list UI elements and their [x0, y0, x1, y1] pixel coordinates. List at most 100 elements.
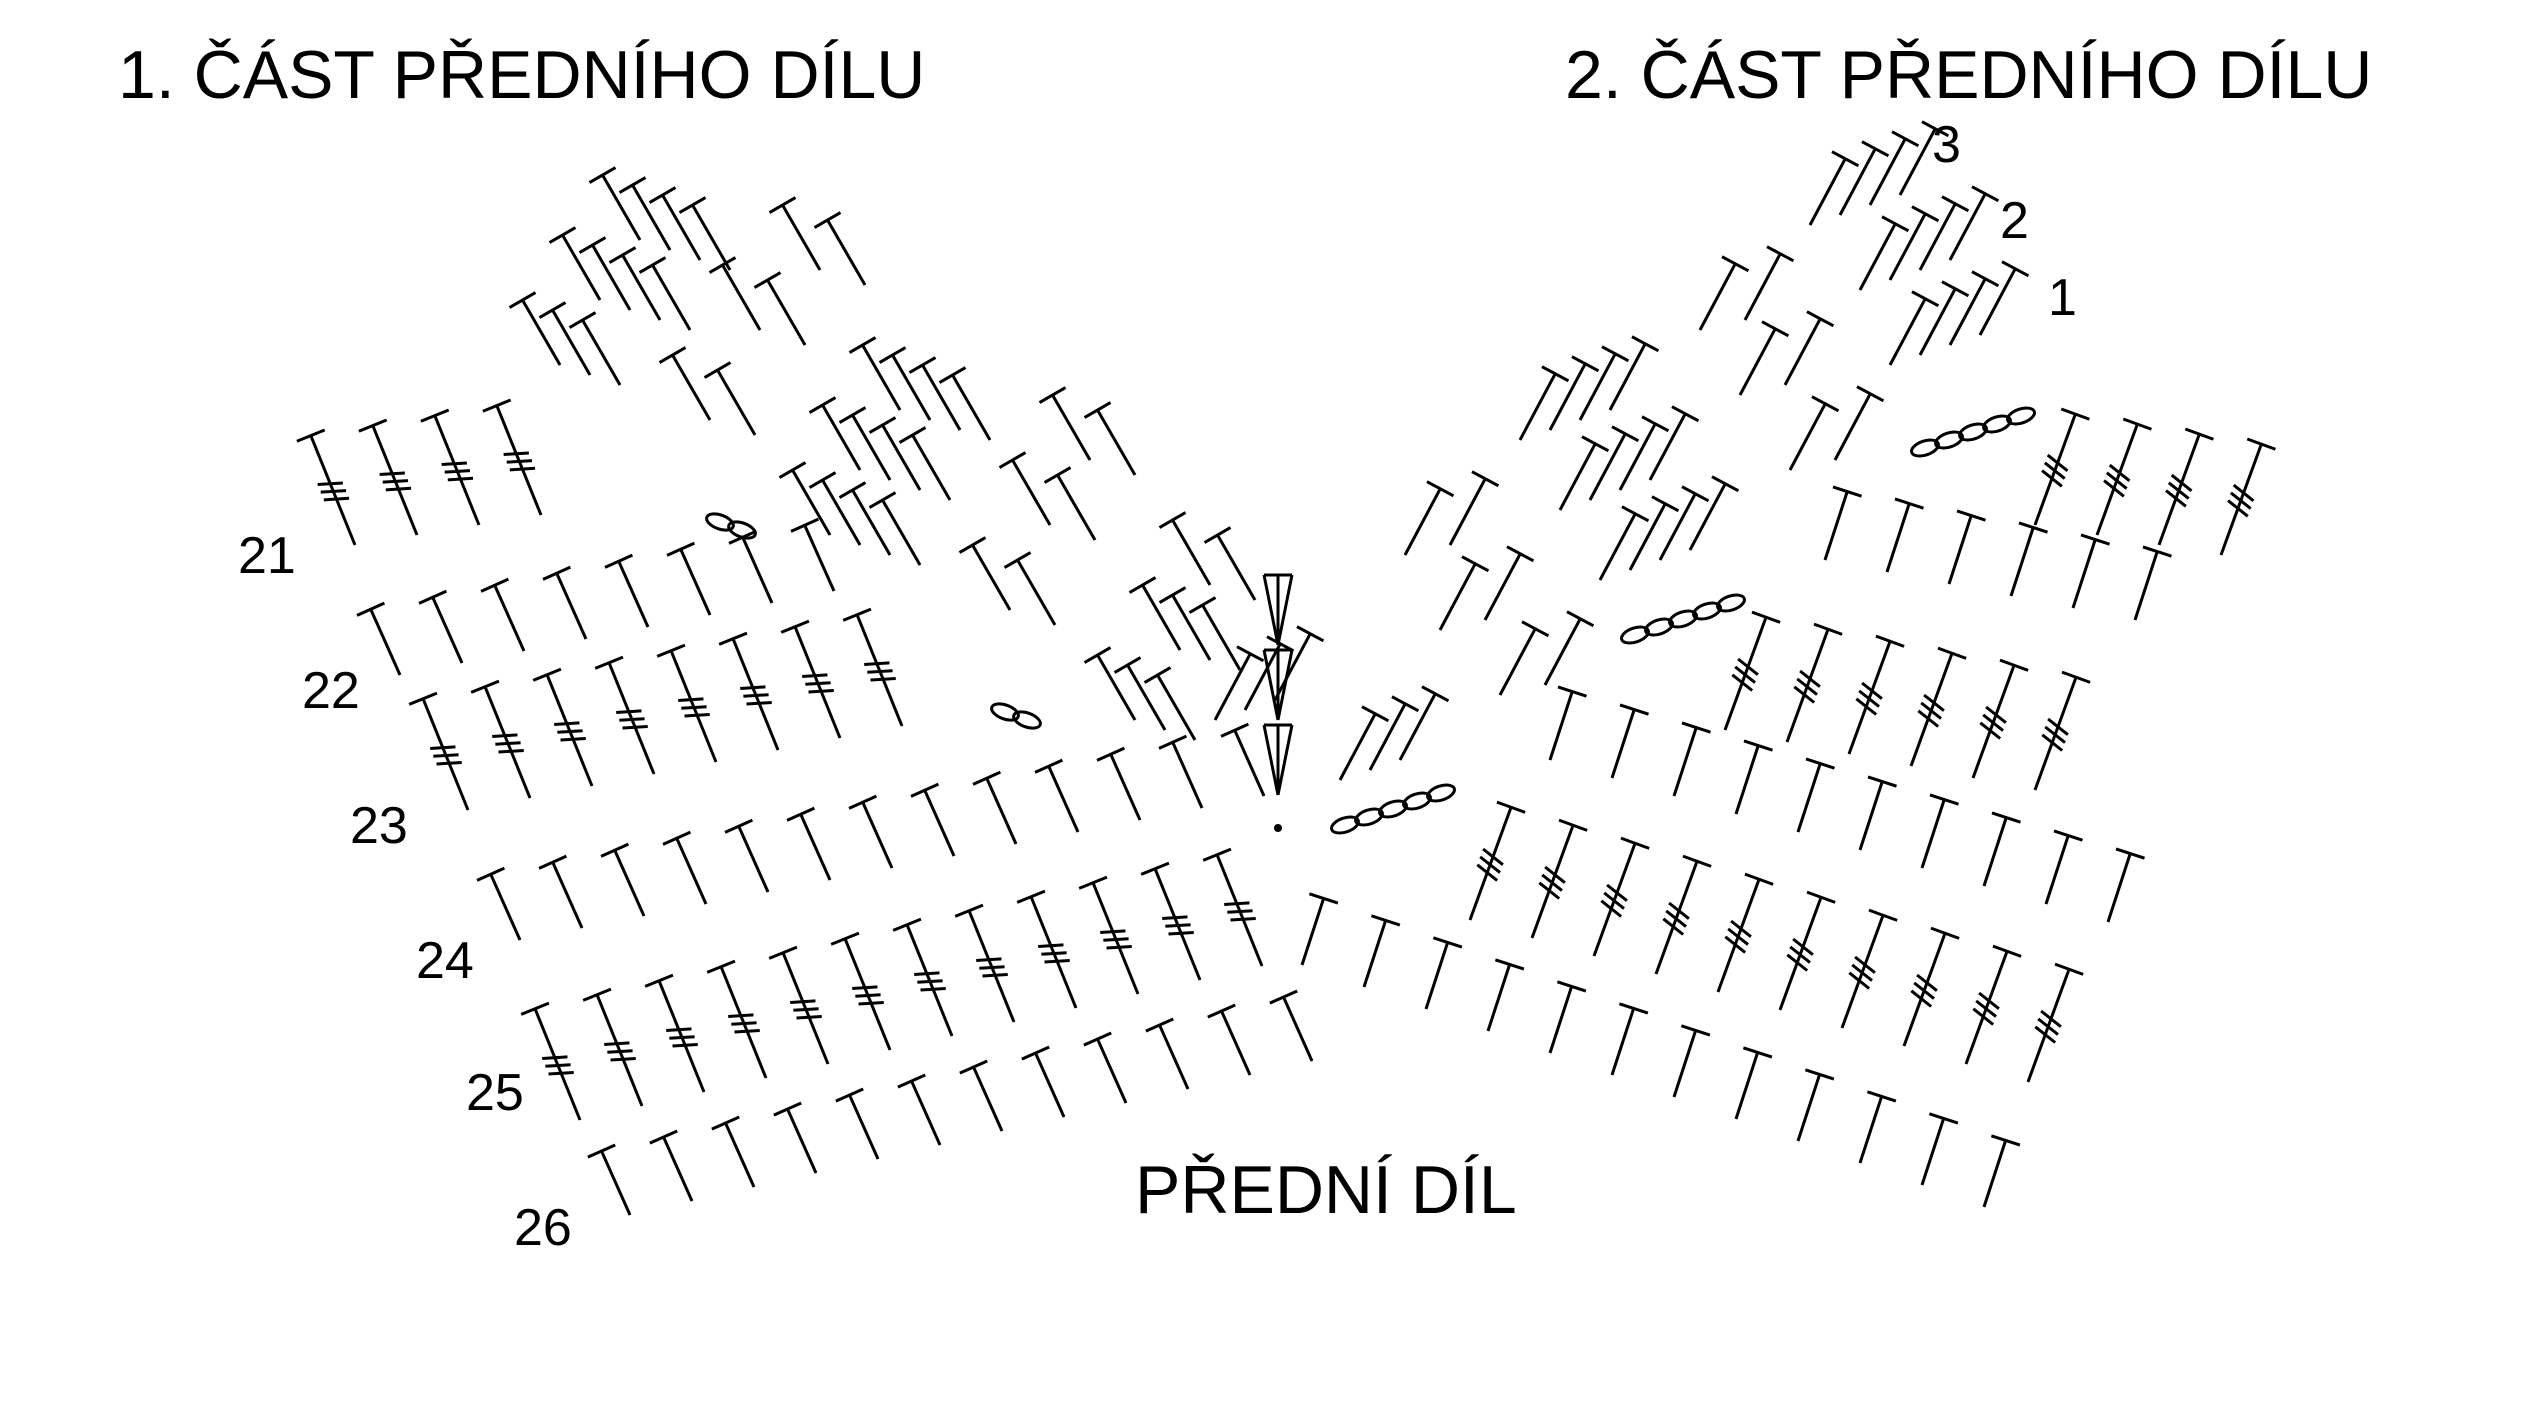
- row-label-3: 3: [1932, 116, 1961, 174]
- tr-right-row23: [1785, 622, 1843, 743]
- tr-left-row23: [594, 655, 656, 775]
- dc-left-top3: [538, 301, 592, 376]
- dc-right-low2: [1273, 625, 1325, 701]
- dc-right-top2: [1918, 195, 1970, 271]
- sc-right-row22: [1885, 497, 1924, 573]
- dc-right-pair1: [1743, 245, 1795, 321]
- row-label-21: 21: [238, 527, 296, 585]
- sc-left-row26: [711, 1115, 756, 1188]
- dc-left-mid3: [778, 461, 832, 536]
- dc-left-pair2: [753, 271, 807, 346]
- sc-left-row22: [790, 517, 836, 592]
- chain-mid: [1620, 593, 1746, 645]
- tr-right-row21: [2219, 437, 2276, 556]
- right-part-title: 2. ČÁST PŘEDNÍHO DÍLU: [1565, 37, 2372, 113]
- dc-left-low2: [1158, 586, 1212, 661]
- dc-right-top1: [1888, 290, 1940, 366]
- tr-left-row21: [482, 398, 543, 516]
- dc-left-pair3: [703, 361, 757, 436]
- tr-left-row23: [408, 691, 470, 811]
- tr-right-row25: [1592, 836, 1650, 957]
- dc-right-top3: [1868, 130, 1920, 206]
- dc-left-pair2: [708, 256, 762, 331]
- row-label-2: 2: [2000, 192, 2029, 250]
- dc-left-low2: [1188, 596, 1242, 671]
- dc-right-pair6: [1543, 610, 1595, 686]
- dc-left-pair6: [958, 536, 1012, 611]
- tr-left-row25: [582, 987, 644, 1107]
- row-label-23: 23: [350, 797, 408, 855]
- dc-left-mid: [938, 366, 992, 441]
- tr-left-row23: [780, 619, 842, 739]
- dc-left-mid3: [808, 471, 862, 546]
- sc-right-row24: [2106, 847, 2145, 923]
- dc-left-mid2: [808, 396, 862, 471]
- sc-left-row22: [604, 553, 650, 628]
- dc-left-top2: [608, 246, 662, 321]
- dc-right-pair2: [1738, 320, 1790, 396]
- row-label-1: 1: [2048, 269, 2077, 327]
- dc-left-top: [648, 186, 702, 261]
- tr-left-row25: [768, 945, 830, 1065]
- tr-right-row25: [1902, 926, 1960, 1047]
- row-label-24: 24: [416, 932, 474, 990]
- sc-right-row26: [1424, 936, 1463, 1010]
- sc-left-row24: [600, 842, 646, 917]
- sc-left-row22: [666, 541, 712, 616]
- sc-right-row26: [1486, 958, 1525, 1032]
- dc-right-low2: [1243, 635, 1295, 711]
- dc-right-mid1: [1548, 355, 1600, 431]
- dc-left-mid2: [898, 426, 952, 501]
- stitch-symbols: [296, 120, 2276, 1216]
- tr-left-row25: [1016, 889, 1078, 1009]
- sc-left-row26: [773, 1101, 818, 1174]
- dc-right-pair5: [1438, 555, 1490, 631]
- tr-left-row23: [532, 667, 594, 787]
- dc-left-pair5: [998, 451, 1052, 526]
- dc-right-pair2: [1783, 310, 1835, 386]
- dc-left-mid3: [868, 491, 922, 566]
- dc-right-pair4: [1403, 480, 1455, 556]
- center-fan: [1262, 723, 1294, 796]
- dc-left-mid3: [838, 481, 892, 556]
- tr-left-row25: [830, 931, 892, 1051]
- sc-left-row24: [476, 866, 522, 941]
- tr-left-row25: [706, 959, 768, 1079]
- sc-right-row26: [1734, 1046, 1773, 1120]
- dc-right-mid3: [1598, 505, 1650, 581]
- sc-left-row26: [897, 1073, 942, 1146]
- dc-left-top: [588, 166, 642, 241]
- sc-right-row22: [2071, 533, 2110, 609]
- sc-left-row26: [959, 1059, 1004, 1132]
- sc-left-row26: [1145, 1017, 1190, 1090]
- dc-right-low: [1338, 705, 1390, 781]
- tr-left-row25: [1202, 847, 1264, 967]
- sc-right-row26: [1858, 1090, 1897, 1164]
- sc-right-row24: [1548, 685, 1587, 761]
- dc-right-top3: [1838, 140, 1890, 216]
- sc-left-row26: [587, 1143, 632, 1216]
- sc-left-row22: [542, 565, 588, 640]
- chain-top: [1910, 406, 2036, 458]
- row-label-22: 22: [302, 662, 360, 720]
- sc-left-row22: [418, 589, 464, 664]
- dc-left-mid: [908, 356, 962, 431]
- sc-left-row26: [1021, 1045, 1066, 1118]
- dc-right-pair6: [1498, 620, 1550, 696]
- sc-right-row24: [1858, 775, 1897, 851]
- tr-left-row21: [358, 418, 419, 536]
- dc-right-mid1: [1608, 335, 1660, 411]
- dc-left-pair5: [1043, 466, 1097, 541]
- sc-left-row24: [662, 830, 708, 905]
- sc-right-row26: [1982, 1134, 2021, 1208]
- tr-left-row23: [656, 643, 718, 763]
- tr-left-row21: [296, 428, 357, 546]
- dc-left-pair: [813, 211, 867, 286]
- sc-right-row22: [2009, 521, 2048, 597]
- sc-right-row26: [1610, 1002, 1649, 1076]
- dc-left-low2: [1128, 576, 1182, 651]
- dc-left-pair6: [1003, 551, 1057, 626]
- sc-left-row24: [972, 770, 1018, 845]
- dc-right-top1: [1918, 280, 1970, 356]
- dc-right-mid3: [1628, 495, 1680, 571]
